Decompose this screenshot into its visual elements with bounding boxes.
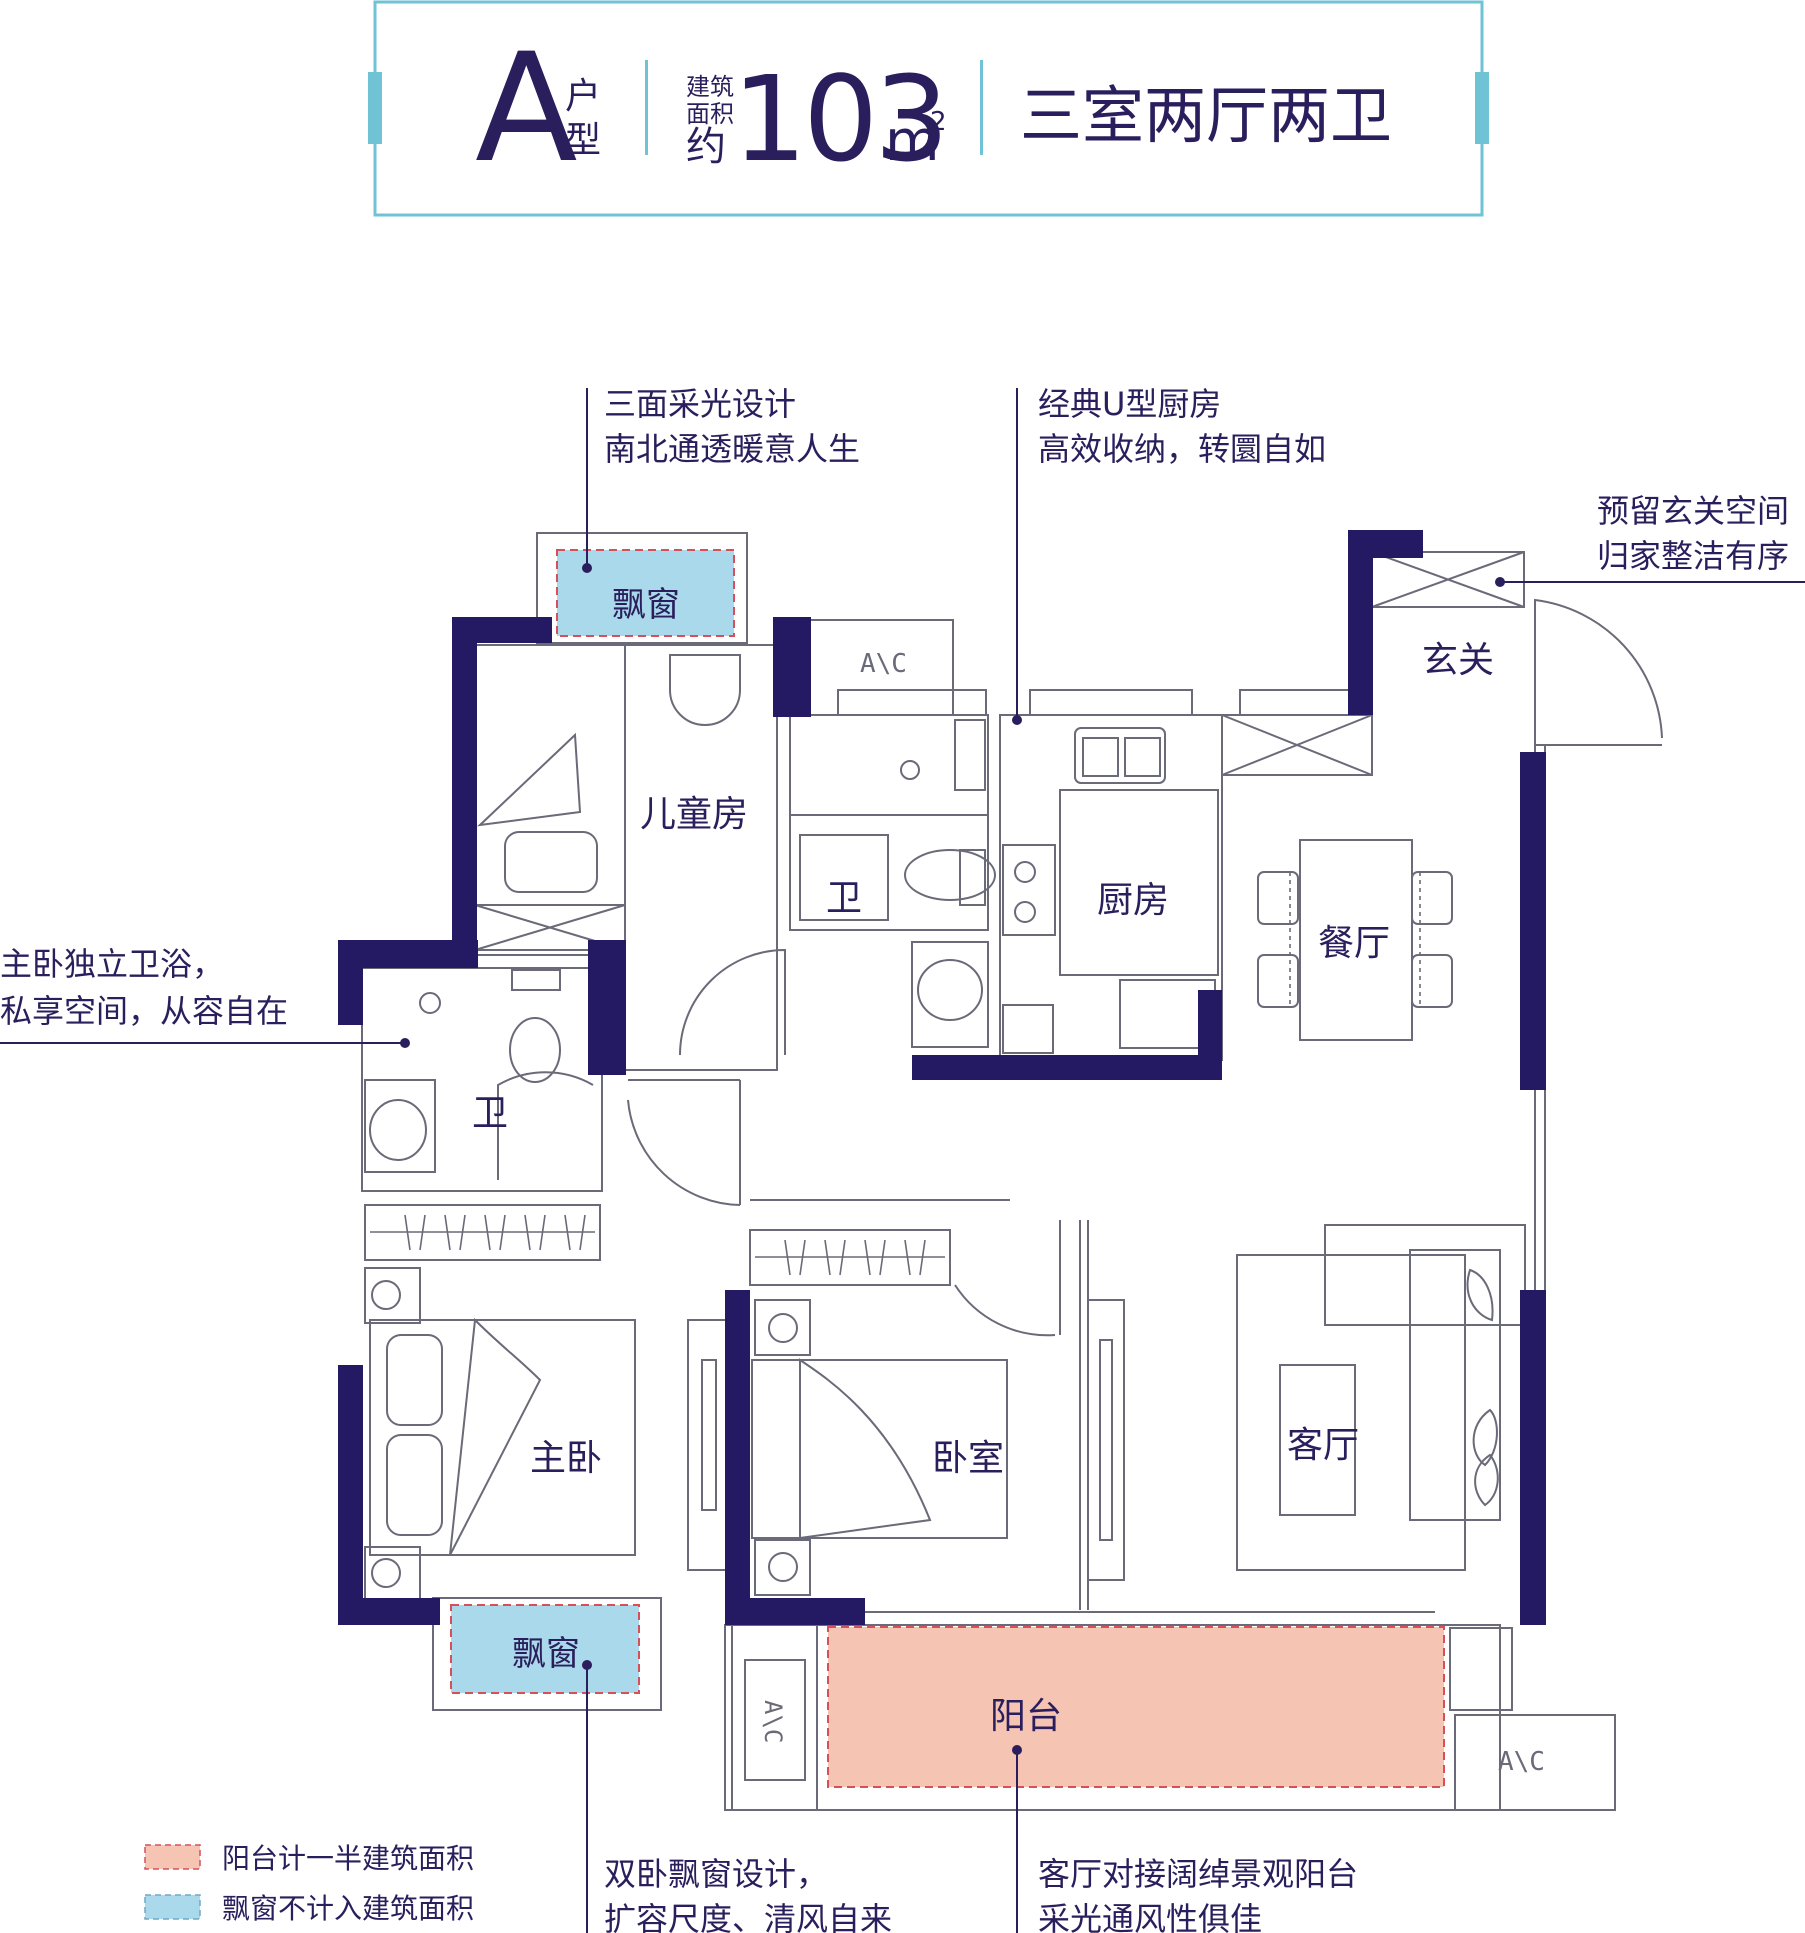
room-label-master-bath: 卫 (472, 1093, 508, 1134)
legend: 阳台计一半建筑面积 飘窗不计入建筑面积 (144, 1842, 474, 1925)
bay-window-bottom-dashed (450, 1604, 640, 1694)
balcony-fill (828, 1627, 1444, 1787)
callout-kitchen-1: 经典U型厨房 (1038, 385, 1221, 423)
area-unit: m (885, 109, 940, 174)
callout-kitchen-2: 高效收纳，转圜自如 (1038, 430, 1326, 468)
unit-type-suffix-1: 户 (565, 76, 601, 117)
callout-balcony-2: 采光通风性俱佳 (1038, 1900, 1262, 1933)
callout-bay-2: 扩容尺度、清风自来 (604, 1900, 892, 1933)
room-label-balcony: 阳台 (990, 1696, 1062, 1737)
header-panel: A 户 型 建筑 面积 约 103 m 2 三室两厅两卫 (368, 0, 1489, 217)
callout-master-bath-1: 主卧独立卫浴， (0, 945, 224, 983)
area-prefix: 约 (686, 124, 726, 170)
area-label-2: 面积 (686, 100, 734, 128)
interior-lines (361, 532, 1663, 1811)
wardrobe-hangers-left (370, 1214, 595, 1251)
legend-swatch-balcony (144, 1844, 201, 1870)
wardrobe-hangers-right (755, 1239, 945, 1276)
room-label-bay-window-bottom: 飘窗 (512, 1634, 580, 1674)
ac-label-2: A\C (759, 1700, 787, 1743)
callout-bay-1: 双卧飘窗设计， (604, 1855, 828, 1893)
room-label-kitchen: 厨房 (1097, 880, 1169, 921)
callout-master-bath-2: 私享空间，从容自在 (0, 992, 288, 1030)
room-label-dining: 餐厅 (1318, 923, 1390, 964)
area-unit-sup: 2 (930, 107, 947, 137)
legend-swatch-bay (144, 1894, 201, 1920)
walls (338, 530, 1546, 1625)
bay-window-bottom-fill (451, 1605, 639, 1693)
room-label-center-bath: 卫 (826, 878, 862, 919)
room-label-bay-window-top: 飘窗 (612, 585, 680, 625)
room-labels: 飘窗 儿童房 卫 厨房 餐厅 玄关 卫 主卧 卧室 客厅 飘窗 阳台 A\C A… (472, 585, 1545, 1777)
header-tab-right (1475, 72, 1489, 144)
room-label-master-bedroom: 主卧 (530, 1438, 602, 1479)
room-label-bedroom: 卧室 (932, 1438, 1004, 1479)
bay-window-top-dashed (556, 549, 735, 637)
callouts: 三面采光设计 南北通透暖意人生 经典U型厨房 高效收纳，转圜自如 预留玄关空间 … (0, 385, 1805, 1933)
callout-foyer-2: 归家整洁有序 (1597, 537, 1789, 575)
ac-label-3: A\C (1498, 1747, 1545, 1777)
header-divider-2 (980, 60, 983, 155)
ac-label-1: A\C (860, 649, 907, 679)
area-number: 103 (732, 50, 945, 188)
room-label-foyer: 玄关 (1422, 640, 1494, 681)
room-label-living-room: 客厅 (1287, 1425, 1359, 1466)
room-label-children-room: 儿童房 (640, 794, 748, 835)
area-label-1: 建筑 (686, 73, 734, 101)
legend-bay-note: 飘窗不计入建筑面积 (222, 1892, 474, 1925)
callout-balcony-1: 客厅对接阔绰景观阳台 (1038, 1855, 1358, 1893)
legend-balcony-note: 阳台计一半建筑面积 (222, 1842, 474, 1875)
callout-lighting-2: 南北通透暖意人生 (604, 430, 860, 468)
unit-type-suffix-2: 型 (565, 120, 601, 161)
callout-lighting-1: 三面采光设计 (604, 385, 796, 423)
balcony-dashed-outline (827, 1626, 1445, 1788)
callout-foyer-1: 预留玄关空间 (1597, 492, 1789, 530)
header-divider-1 (645, 60, 648, 155)
unit-type-letter: A (475, 22, 578, 196)
layout-title: 三室两厅两卫 (1020, 79, 1392, 152)
header-tab-left (368, 72, 382, 144)
